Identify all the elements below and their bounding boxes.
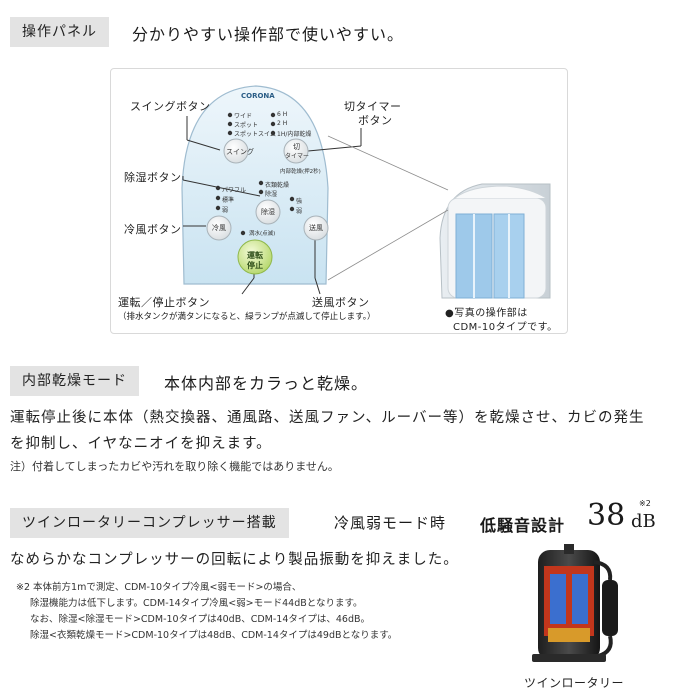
run-stop-button-line2[interactable]: 停止 [247, 261, 263, 270]
footnote-line-4: 除湿<衣類乾燥モード>CDM-10タイプは48dB、CDM-14タイプは49dB… [30, 630, 398, 641]
swing-button[interactable]: スイング [226, 148, 254, 156]
photo-caption-line2: CDM-10タイプです。 [453, 322, 558, 333]
cool-weak-mode-text: 冷風弱モード時 [334, 514, 447, 532]
annotation-dehumid: 除湿ボタン [124, 171, 182, 184]
swing-option-1: ワイド [234, 113, 253, 120]
photo-caption-line1: ●写真の操作部は [445, 308, 528, 319]
dehumid-button[interactable]: 除湿 [261, 208, 275, 216]
fan-button[interactable]: 送風 [309, 224, 323, 232]
section-headline-internal-dry: 本体内部をカラっと乾燥。 [164, 374, 369, 393]
annotation-run-stop: 運転／停止ボタン [118, 296, 210, 309]
section-tag-compressor: ツインロータリーコンプレッサー搭載 [10, 508, 289, 538]
footnote-line-3: なお、除湿<除湿モード>CDM-10タイプは40dB、CDM-14タイプは、46… [30, 614, 371, 625]
cool-button[interactable]: 冷風 [212, 224, 226, 232]
run-stop-button-line1[interactable]: 運転 [247, 251, 263, 260]
internal-dry-body-line1: 運転停止後に本体（熱交換器、通風路、送風ファン、ルーバー等）を乾燥させ、カビの発… [10, 410, 645, 426]
fan-option-2: 弱 [296, 208, 303, 215]
timer-option-2: 2 H [277, 120, 288, 127]
mode-option-1: 衣類乾燥 [265, 182, 290, 189]
dehumid-option-1: パワフル [222, 187, 247, 194]
internal-dry-label: 内部乾燥(押2秒) [280, 169, 321, 175]
panel-brand: CORONA [241, 92, 275, 100]
annotation-timer-line2: ボタン [358, 114, 393, 127]
timer-button-line1[interactable]: 切 [293, 143, 300, 151]
swing-option-3: スポットスイム [234, 131, 276, 138]
section-headline-control-panel: 分かりやすい操作部で使いやすい。 [132, 25, 405, 44]
timer-option-1: 6 H [277, 111, 288, 118]
timer-button-line2[interactable]: タイマー [285, 153, 310, 160]
compressor-caption: ツインロータリー [524, 676, 625, 690]
noise-unit: dB [631, 511, 656, 532]
annotation-run-stop-note: （排水タンクが満タンになると、緑ランプが点滅して停止します。） [118, 312, 376, 322]
tank-full-label: 満水(点滅) [249, 231, 276, 237]
noise-label: 低騒音設計 [480, 516, 566, 535]
mode-option-2: 除湿 [265, 191, 278, 198]
noise-footnote-mark: ※2 [639, 499, 651, 508]
timer-option-3: 1H/内部乾燥 [277, 131, 312, 138]
annotation-timer-line1: 切タイマー [344, 100, 402, 113]
section-tag-internal-dry: 内部乾燥モード [10, 366, 139, 396]
footnote-line-2: 除湿機能力は低下します。CDM-14タイプ冷風<弱>モード44dBとなります。 [30, 598, 363, 609]
swing-option-2: スポット [234, 122, 259, 129]
compressor-illustration [532, 544, 618, 662]
internal-dry-body-line2: を抑制し、イヤなニオイを抑えます。 [10, 436, 272, 452]
control-panel-illustration [181, 85, 551, 299]
annotation-cool: 冷風ボタン [124, 223, 182, 236]
section-tag-control-panel: 操作パネル [10, 17, 109, 47]
noise-value: 38 [587, 498, 626, 533]
dehumid-option-2: 標準 [222, 197, 235, 204]
annotation-fan: 送風ボタン [312, 296, 370, 309]
internal-dry-note: 注）付着してしまったカビや汚れを取り除く機能ではありません。 [10, 460, 339, 473]
annotation-swing: スイングボタン [130, 100, 211, 113]
dehumid-option-3: 弱 [222, 207, 229, 214]
footnote-line-1: ※2 本体前方1mで測定、CDM-10タイプ冷風<弱モード>の場合、 [16, 582, 302, 593]
compressor-body: なめらかなコンプレッサーの回転により製品振動を抑えました。 [10, 552, 459, 568]
fan-option-1: 強 [296, 198, 303, 205]
